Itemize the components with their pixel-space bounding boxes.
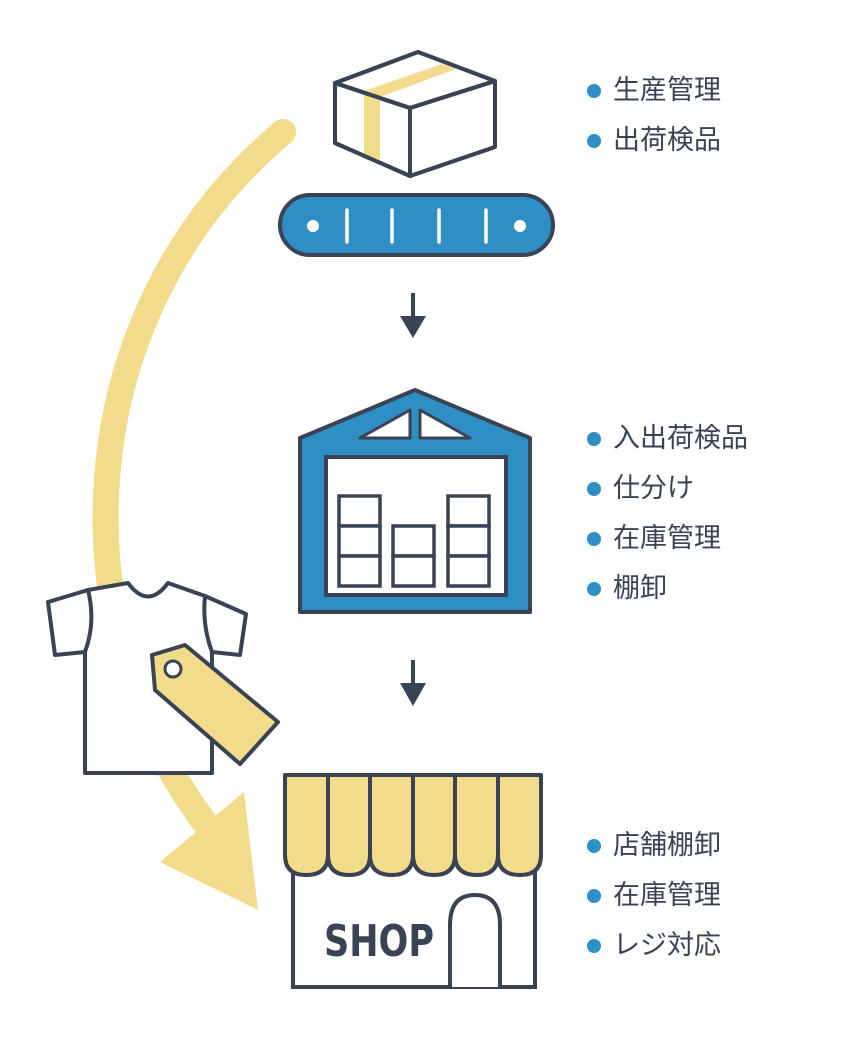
shop-sign: SHOP: [324, 916, 434, 967]
list-item: レジ対応: [585, 926, 721, 976]
list-item: 在庫管理: [585, 876, 721, 926]
bullet-icon: [587, 839, 601, 853]
list-item: 在庫管理: [585, 519, 748, 569]
list-item: 仕分け: [585, 469, 748, 519]
warehouse-icon: [298, 388, 532, 614]
warehouse-task-list: 入出荷検品 仕分け 在庫管理 棚卸: [585, 419, 748, 619]
bullet-icon: [587, 134, 601, 148]
list-item: 入出荷検品: [585, 419, 748, 469]
bullet-icon: [587, 939, 601, 953]
bullet-icon: [587, 532, 601, 546]
list-item: 棚卸: [585, 569, 748, 619]
bullet-icon: [587, 432, 601, 446]
production-task-list: 生産管理 出荷検品: [585, 71, 721, 171]
price-tag-icon: [150, 643, 280, 766]
down-arrow-icon: [400, 660, 426, 706]
bullet-icon: [587, 889, 601, 903]
list-item: 生産管理: [585, 71, 721, 121]
cardboard-box-icon: [333, 50, 497, 178]
bullet-icon: [587, 482, 601, 496]
shop-task-list: 店舗棚卸 在庫管理 レジ対応: [585, 826, 721, 976]
curved-arrow-icon: [92, 119, 296, 910]
conveyor-belt-icon: [278, 193, 555, 257]
shop-icon: SHOP: [283, 773, 543, 989]
down-arrow-icon: [400, 293, 426, 338]
bullet-icon: [587, 84, 601, 98]
bullet-icon: [587, 582, 601, 596]
list-item: 店舗棚卸: [585, 826, 721, 876]
list-item: 出荷検品: [585, 121, 721, 171]
